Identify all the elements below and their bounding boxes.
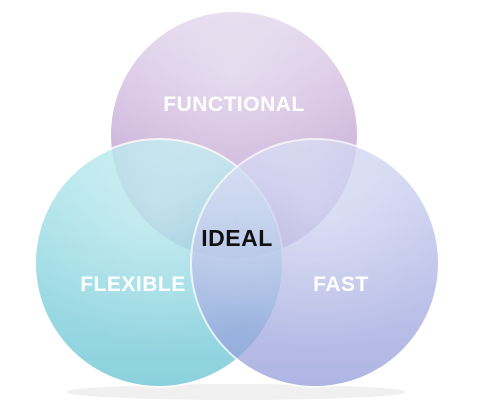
- label-fast: FAST: [313, 273, 369, 296]
- diagram-shadow: [66, 384, 406, 400]
- label-flexible: FLEXIBLE: [80, 273, 186, 296]
- label-functional: FUNCTIONAL: [163, 93, 304, 116]
- gloss-fast: [191, 139, 439, 387]
- label-ideal: IDEAL: [201, 225, 273, 251]
